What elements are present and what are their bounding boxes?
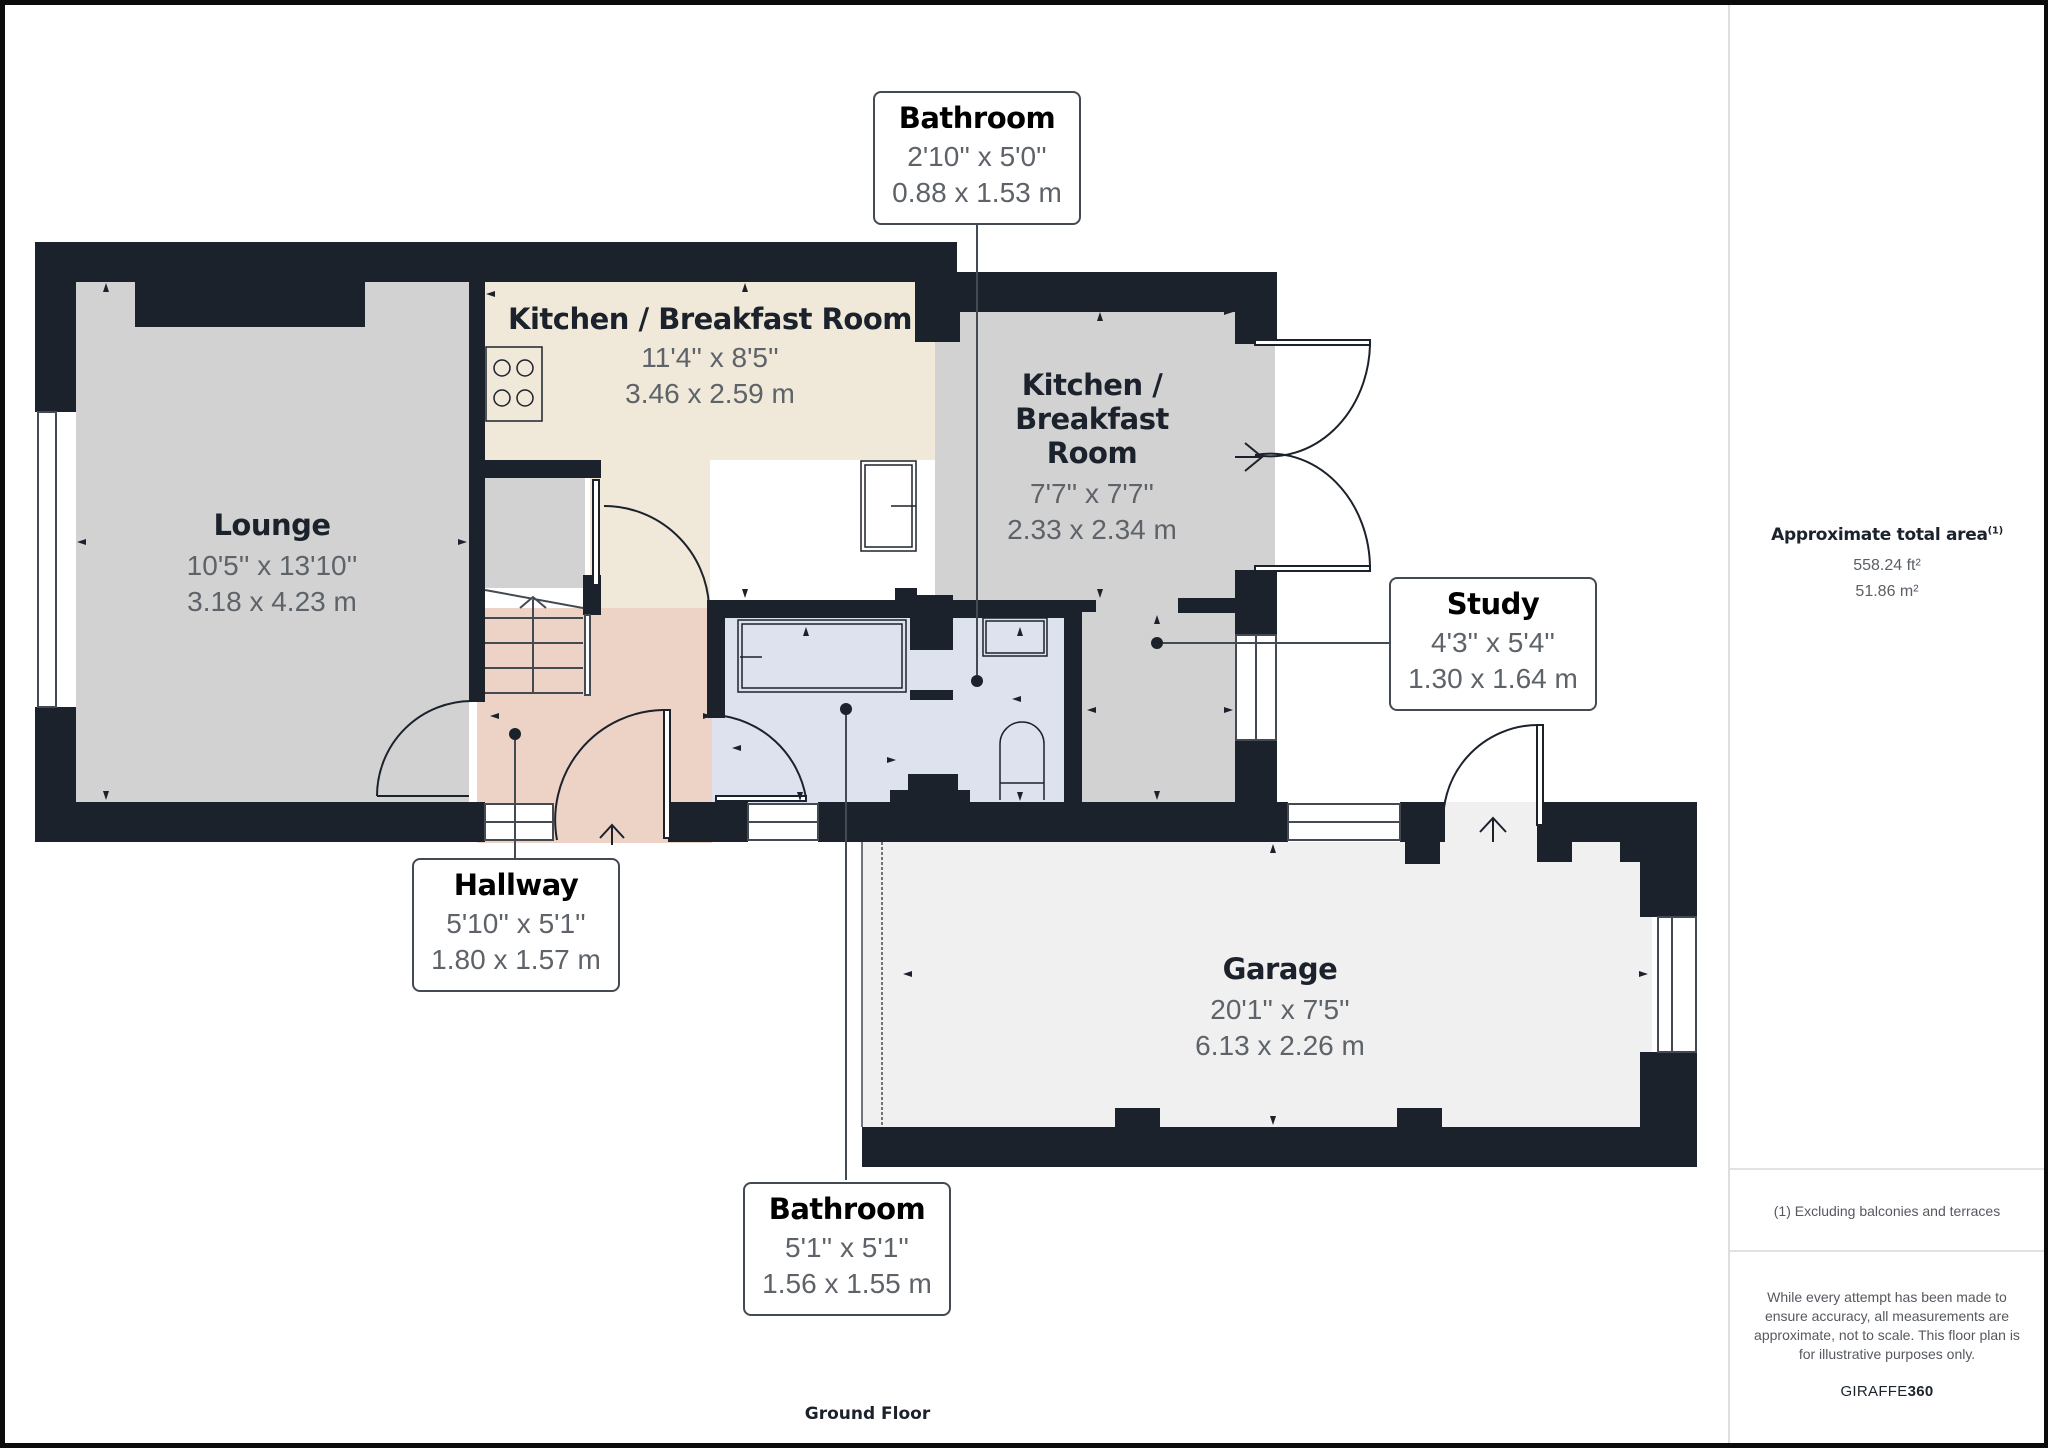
room-label-kitchen-side: Kitchen / Breakfast Room 7'7'' x 7'7'' 2… xyxy=(962,368,1222,548)
callout-bathroom-bottom: Bathroom 5'1'' x 5'1'' 1.56 x 1.55 m xyxy=(743,1182,951,1316)
room-dimensions-imperial: 11'4'' x 8'5'' xyxy=(641,342,779,373)
divider xyxy=(1730,1250,2044,1252)
callout-name: Bathroom xyxy=(768,1192,926,1226)
leader-dots xyxy=(509,637,1163,740)
callout-bathroom-top: Bathroom 2'10'' x 5'0'' 0.88 x 1.53 m xyxy=(873,91,1081,225)
callout-dimensions-imperial: 2'10'' x 5'0'' xyxy=(907,141,1047,172)
brand-logo: GIRAFFE360 xyxy=(1730,1383,2044,1400)
room-name: Kitchen / Breakfast Room xyxy=(508,302,912,336)
basin-icon xyxy=(982,617,1048,657)
room-dimensions-metric: 3.46 x 2.59 m xyxy=(625,378,795,409)
leader-lines xyxy=(514,224,1390,1180)
room-name: Room xyxy=(1046,436,1138,470)
callout-dimensions-metric: 0.88 x 1.53 m xyxy=(892,177,1062,208)
room-name: Kitchen / xyxy=(1021,368,1163,402)
bathroom-floor xyxy=(712,618,1064,812)
windows xyxy=(37,411,1697,1053)
callout-dimensions-metric: 1.80 x 1.57 m xyxy=(431,944,601,975)
room-name: Lounge xyxy=(213,508,331,542)
sink-icon xyxy=(860,460,917,552)
understairs-floor xyxy=(485,478,585,588)
footnote: (1) Excluding balconies and terraces xyxy=(1773,1203,2001,1219)
callout-dimensions-imperial: 5'10'' x 5'1'' xyxy=(446,908,586,939)
brand-text-light: GIRAFFE xyxy=(1840,1383,1908,1400)
total-area-title: Approximate total area(1) xyxy=(1730,525,2044,545)
bathtub-icon xyxy=(737,619,907,693)
room-label-garage: Garage 20'1'' x 7'5'' 6.13 x 2.26 m xyxy=(1130,952,1430,1064)
toilet-icon xyxy=(999,721,1045,800)
kitchen-main-floor xyxy=(485,282,935,460)
total-area-title-text: Approximate total area xyxy=(1771,525,1988,545)
room-label-kitchen-main: Kitchen / Breakfast Room 11'4'' x 8'5'' … xyxy=(505,302,915,412)
divider xyxy=(1730,1168,2044,1170)
footnote-marker: (1) xyxy=(1987,525,2004,537)
room-label-lounge: Lounge 10'5'' x 13'10'' 3.18 x 4.23 m xyxy=(132,508,412,620)
room-dimensions-imperial: 20'1'' x 7'5'' xyxy=(1210,994,1350,1025)
walls xyxy=(35,242,1697,1167)
hob-icon xyxy=(485,346,543,422)
callout-dimensions-imperial: 4'3'' x 5'4'' xyxy=(1431,627,1555,658)
room-dimensions-imperial: 7'7'' x 7'7'' xyxy=(1030,478,1154,509)
garage-floor xyxy=(862,842,1652,1127)
total-area-block: Approximate total area(1) 558.24 ft² 51.… xyxy=(1730,525,2044,601)
room-dimensions-metric: 3.18 x 4.23 m xyxy=(187,586,357,617)
side-panel: Approximate total area(1) 558.24 ft² 51.… xyxy=(1728,5,2044,1443)
stairs xyxy=(484,589,591,696)
room-dimensions-metric: 6.13 x 2.26 m xyxy=(1195,1030,1365,1061)
disclaimer: While every attempt has been made to ens… xyxy=(1754,1289,2020,1362)
floor-plan xyxy=(35,224,1697,1180)
callout-study: Study 4'3'' x 5'4'' 1.30 x 1.64 m xyxy=(1389,577,1597,711)
room-name: Garage xyxy=(1222,952,1338,986)
callout-dimensions-metric: 1.30 x 1.64 m xyxy=(1408,663,1578,694)
room-name: Breakfast xyxy=(1015,402,1169,436)
dimension-markers xyxy=(77,283,1648,1125)
kitchen-main-floor-lower xyxy=(590,460,710,610)
callout-dimensions-imperial: 5'1'' x 5'1'' xyxy=(785,1232,909,1263)
callout-name: Hallway xyxy=(453,868,579,902)
lounge-floor xyxy=(76,282,469,802)
callout-name: Study xyxy=(1446,587,1540,621)
callout-hallway: Hallway 5'10'' x 5'1'' 1.80 x 1.57 m xyxy=(412,858,620,992)
callout-dimensions-metric: 1.56 x 1.55 m xyxy=(762,1268,932,1299)
floor-label: Ground Floor xyxy=(804,1404,931,1424)
room-dimensions-metric: 2.33 x 2.34 m xyxy=(1007,514,1177,545)
callout-name: Bathroom xyxy=(898,101,1056,135)
total-area-sqm: 51.86 m² xyxy=(1855,583,1919,600)
total-area-sqft: 558.24 ft² xyxy=(1853,557,1921,574)
room-dimensions-imperial: 10'5'' x 13'10'' xyxy=(186,550,358,581)
brand-text-bold: 360 xyxy=(1907,1383,1934,1400)
doors xyxy=(376,339,1544,845)
